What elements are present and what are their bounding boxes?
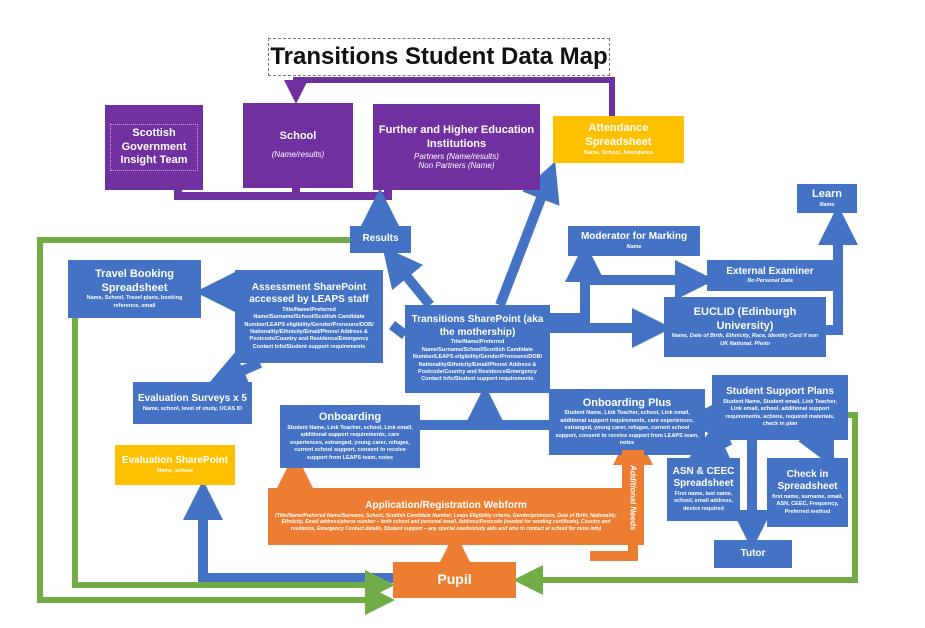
node-detail: First name, last name, school, email add… [674, 490, 733, 512]
page-title: Transitions Student Data Map [268, 38, 610, 76]
node-detail: No Personal Data [747, 278, 793, 285]
node-detail: first name, surname, email, ASN, CEEC, F… [772, 493, 843, 515]
node-title: Student Support Plans [726, 386, 834, 398]
node-title: Learn [812, 187, 842, 200]
node-transitions-sharepoint[interactable]: Transitions SharePoint (aka the mothersh… [405, 305, 550, 393]
node-scottish-government[interactable]: Scottish Government Insight Team [105, 105, 203, 190]
node-title: Assessment SharePoint accessed by LEAPS … [249, 281, 369, 306]
node-assessment-sharepoint[interactable]: Assessment SharePoint accessed by LEAPS … [235, 270, 383, 363]
node-title: Pupil [437, 571, 472, 588]
node-additional-needs[interactable]: Additional Needs [622, 450, 644, 545]
node-further-higher-education[interactable]: Further and Higher Education Institution… [373, 104, 540, 190]
node-title: External Examiner [726, 265, 814, 277]
node-detail: Name, school, level of study, UCAS ID [142, 405, 243, 412]
purple-bar [174, 188, 392, 200]
node-detail: Name, School, Travel plans, booking refe… [86, 295, 183, 309]
node-detail: Non Partners (Name) [418, 160, 495, 170]
node-tutor[interactable]: Tutor [714, 540, 792, 568]
node-title: Application/Registration Webform [365, 500, 527, 512]
node-title: Results [362, 233, 399, 245]
node-title: Evaluation Surveys x 5 [138, 393, 247, 405]
node-title: Transitions SharePoint (aka the mothersh… [411, 314, 544, 338]
node-title: Onboarding [318, 411, 382, 424]
node-title: Travel Booking Spreadsheet [95, 267, 174, 294]
node-title: EUCLID (Edinburgh University) [693, 305, 797, 332]
node-school[interactable]: School (Name/results) [243, 103, 353, 188]
node-detail: Name, school [157, 467, 193, 474]
node-title: ASN & CEEC Spreadsheet [672, 465, 735, 490]
node-pupil[interactable]: Pupil [393, 562, 516, 598]
node-detail: Title/Name/Preferred Name/Surname/School… [244, 306, 374, 350]
node-detail: (Title/Name/Preferred Name/Surname, Scho… [275, 512, 617, 533]
node-detail: Name [819, 201, 835, 208]
node-title: Onboarding Plus [582, 396, 672, 409]
node-title: Attendance Spreadsheet [585, 122, 652, 148]
node-detail: Name [626, 243, 642, 250]
node-application-webform[interactable]: Application/Registration Webform(Title/N… [268, 488, 624, 545]
node-title: Check in Spreadsheet [777, 468, 838, 493]
node-detail: Title/Name/Preferred Name/Surname/School… [412, 339, 543, 383]
node-title: Evaluation SharePoint [121, 455, 229, 467]
node-detail: (Name/results) [271, 149, 325, 159]
node-title: Further and Higher Education Institution… [378, 124, 535, 150]
node-results[interactable]: Results [350, 226, 411, 253]
node-title: Scottish Government Insight Team [110, 123, 198, 172]
node-detail: Student Name, Link Teacher, school, Link… [287, 424, 413, 461]
purple-link [284, 77, 615, 117]
node-detail: Name, Date of Birth, Ethnicity, Race, Id… [671, 333, 819, 347]
node-detail: Student Name, Link Teacher, school, Link… [555, 410, 699, 446]
node-detail: Student Name, Student email, Link Teache… [723, 398, 837, 428]
node-detail: Name, School, Attendance [583, 149, 654, 156]
node-title: Additional Needs [628, 464, 638, 531]
node-detail: Partners (Name/results) [414, 151, 499, 161]
node-title: Moderator for Marking [580, 231, 688, 243]
node-title: Tutor [740, 547, 766, 559]
node-title: School [279, 130, 317, 143]
node-euclid[interactable]: EUCLID (Edinburgh University)Name, Date … [664, 297, 826, 357]
